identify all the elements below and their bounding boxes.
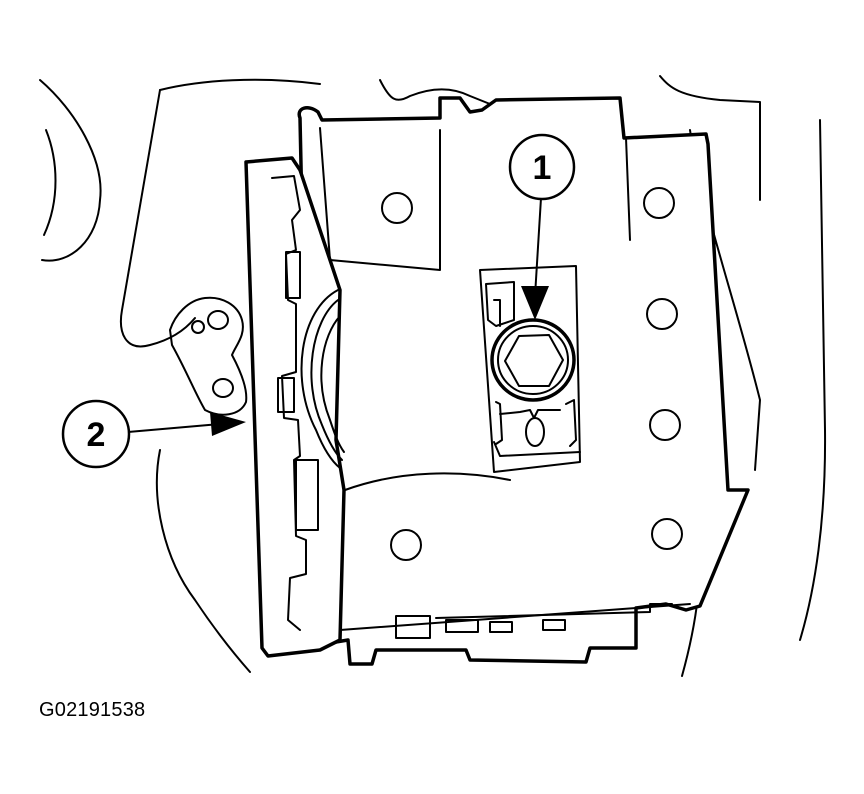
connector-slots bbox=[395, 603, 673, 639]
leader-line-1 bbox=[521, 197, 549, 320]
callout-1-label: 1 bbox=[533, 149, 552, 187]
hex-bolt bbox=[490, 318, 576, 402]
callout-2-label: 2 bbox=[87, 416, 106, 454]
arrowhead-2 bbox=[210, 412, 246, 436]
left-side-cover bbox=[244, 156, 346, 658]
mounting-tab bbox=[169, 296, 248, 416]
leader-line-2 bbox=[127, 412, 246, 436]
bolt-plate bbox=[479, 265, 581, 473]
callout-2: 2 bbox=[61, 399, 131, 469]
arrowhead-1 bbox=[521, 286, 549, 320]
background-trim-outline bbox=[39, 75, 827, 677]
mounting-holes bbox=[381, 187, 683, 561]
callout-1: 1 bbox=[508, 133, 576, 201]
figure-code: G02191538 bbox=[39, 699, 146, 721]
switch-housing bbox=[297, 96, 750, 666]
